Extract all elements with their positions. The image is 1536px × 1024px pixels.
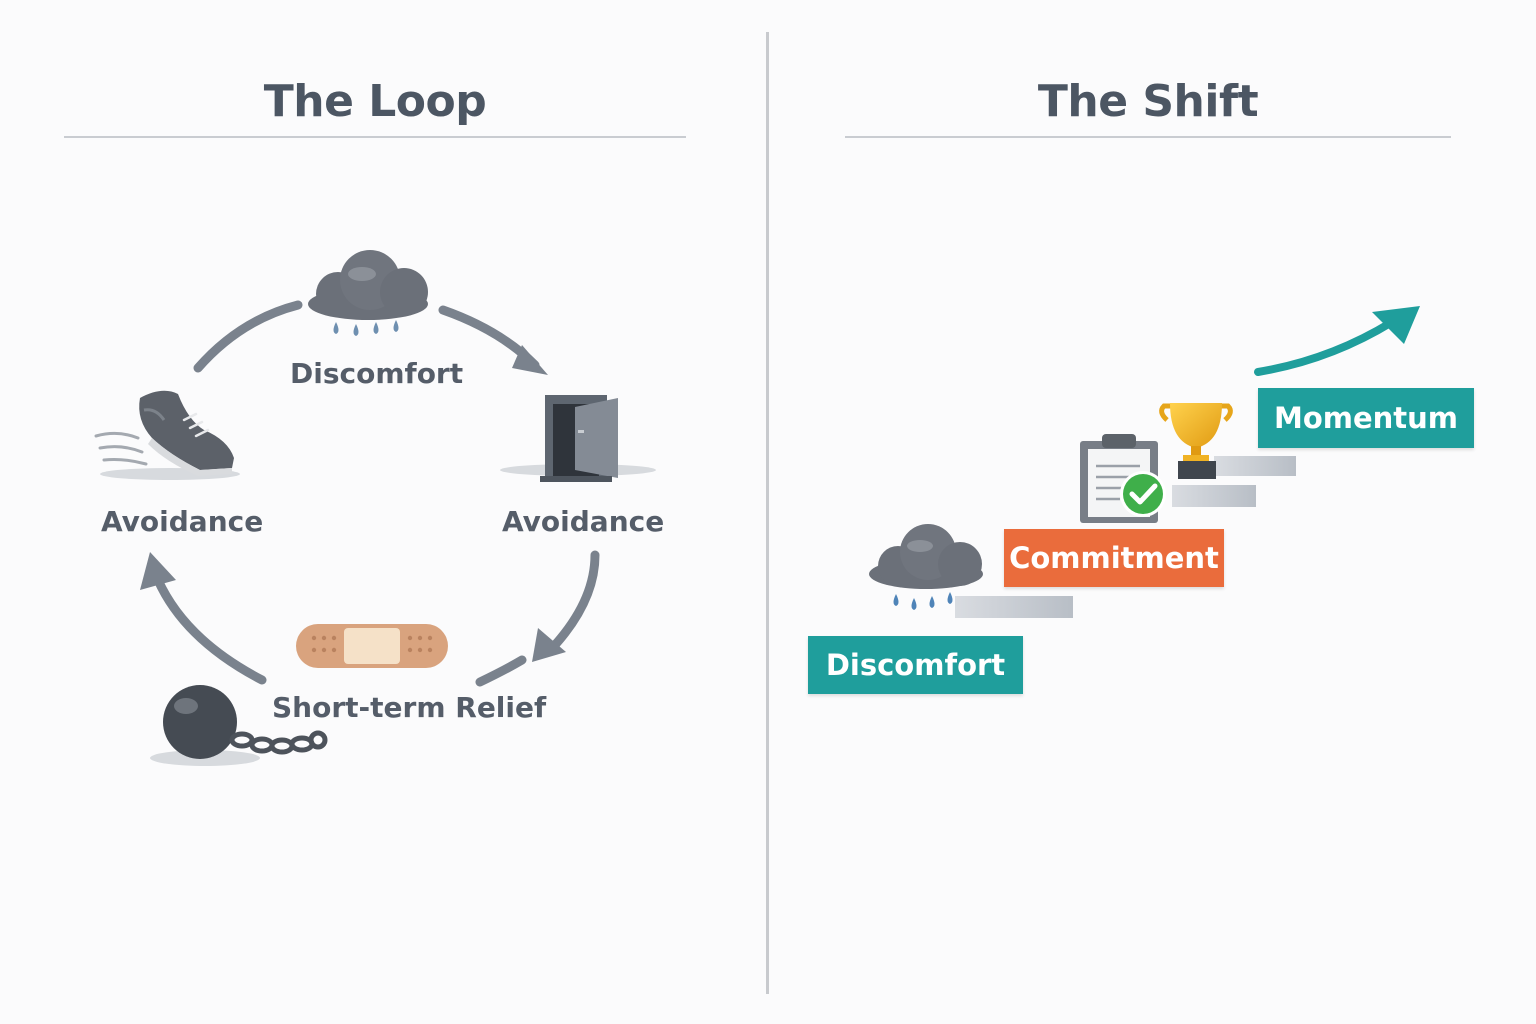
step-discomfort: Discomfort [808, 636, 1023, 694]
trophy-icon [1159, 403, 1233, 479]
rain-cloud-icon [869, 524, 983, 610]
arrow-relief-dash [475, 655, 527, 687]
clipboard-check-icon [1080, 434, 1166, 523]
running-shoe-icon [94, 390, 240, 480]
loop-arrows [140, 300, 600, 687]
arrow-avoidance-to-relief [550, 550, 600, 650]
open-door-icon [500, 395, 656, 482]
panel-divider [766, 32, 769, 994]
shift-title-rule [845, 136, 1451, 138]
bandage-icon [296, 624, 448, 668]
loop-label-discomfort: Discomfort [290, 357, 464, 390]
arrow-relief-to-avoidance [153, 575, 267, 685]
arrow-avoidance-to-discomfort [193, 300, 303, 373]
loop-label-avoidance-right: Avoidance [502, 505, 665, 538]
loop-label-avoidance-left: Avoidance [101, 505, 264, 538]
loop-title-rule [64, 136, 686, 138]
rain-cloud-icon [308, 250, 428, 336]
step-momentum: Momentum [1258, 388, 1474, 448]
trend-up-arrow-icon [1254, 306, 1420, 376]
shift-title: The Shift [1037, 76, 1259, 127]
loop-label-short-term-relief: Short-term Relief [272, 691, 547, 724]
ball-and-chain-icon [150, 685, 328, 766]
step-commitment: Commitment [1004, 529, 1224, 587]
loop-title: The Loop [263, 76, 487, 127]
stair-steps [955, 456, 1296, 618]
